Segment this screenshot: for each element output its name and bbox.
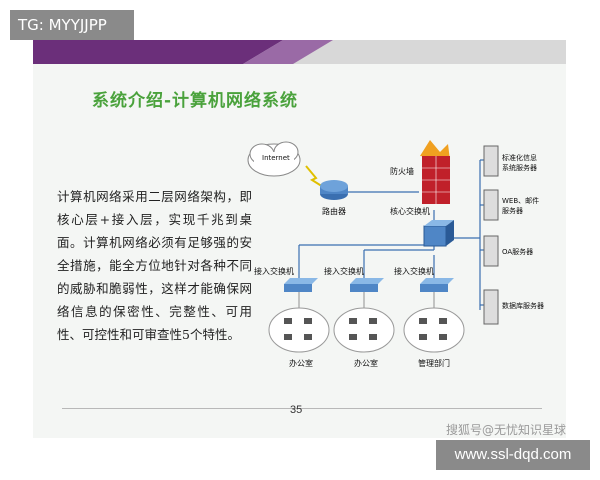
server-icons (483, 145, 499, 325)
office-clouds (268, 307, 465, 353)
lightning-icon (305, 165, 329, 191)
server-label-2b: 服务器 (502, 206, 523, 215)
server-label-1b: 系统服务器 (502, 163, 537, 172)
access-switch-label-2: 接入交换机 (324, 266, 364, 276)
access-switch-icons (284, 278, 454, 292)
internet-label: Internet (262, 154, 290, 162)
group-label-3: 管理部门 (418, 358, 450, 368)
slide (33, 40, 566, 438)
access-switch-label-1: 接入交换机 (254, 266, 294, 276)
access-switch-label-3: 接入交换机 (394, 266, 434, 276)
watermark-text: 搜狐号@无忧知识星球 (446, 423, 567, 437)
slide-title: 系统介绍-计算机网络系统 (92, 91, 299, 111)
router-icon (320, 180, 348, 200)
network-diagram: Internet 路由器 防火墙 核心交换机 标准化信息 系统服务器 WEB、邮… (247, 140, 544, 368)
slide-body-text: 计算机网络采用二层网络架构，即核心层+接入层，实现千兆到桌面。计算机网络必须有足… (57, 189, 252, 342)
server-label-1: 标准化信息 (502, 153, 537, 162)
header-band (33, 40, 566, 64)
core-switch-icon (423, 220, 454, 247)
firewall-icon (420, 140, 450, 204)
connection-lines (298, 159, 484, 310)
group-label-1: 办公室 (289, 358, 313, 368)
internet-cloud: Internet (247, 141, 301, 177)
group-label-2: 办公室 (354, 358, 378, 368)
firewall-label: 防火墙 (390, 166, 414, 176)
site-url-badge: www.ssl-dqd.com (436, 440, 590, 470)
router-label: 路由器 (322, 206, 346, 216)
server-label-2: WEB、邮件 (502, 196, 539, 205)
footer-divider (62, 408, 542, 409)
corner-tag: TG: MYYJJPP (10, 10, 134, 40)
server-label-3: OA服务器 (502, 247, 533, 256)
core-switch-label: 核心交换机 (390, 206, 430, 216)
server-label-4: 数据库服务器 (502, 301, 544, 310)
pc-icons (284, 318, 447, 340)
page-number: 35 (290, 404, 303, 416)
